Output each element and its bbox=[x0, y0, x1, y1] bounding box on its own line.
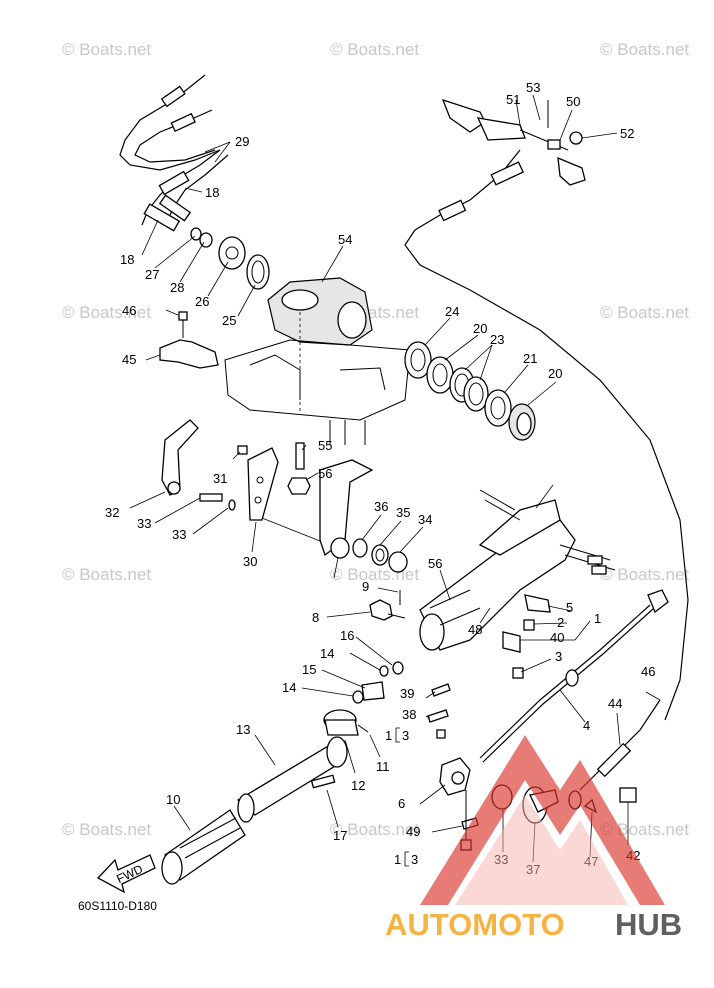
part-label: 50 bbox=[566, 94, 580, 109]
part-label: 9 bbox=[362, 579, 369, 594]
cable-assembly-top-left bbox=[119, 74, 270, 290]
part-label: 1 bbox=[385, 728, 392, 743]
part-label: 12 bbox=[351, 778, 365, 793]
part-label: 54 bbox=[338, 232, 352, 247]
diagram-code: 60S1110-D180 bbox=[78, 899, 157, 913]
part-label: 1 bbox=[394, 852, 401, 867]
part-label: 6 bbox=[398, 796, 405, 811]
part-label: 18 bbox=[205, 185, 219, 200]
part-label: 16 bbox=[340, 628, 354, 643]
part-label: 36 bbox=[374, 499, 388, 514]
part-label: 23 bbox=[490, 332, 504, 347]
steering-bracket bbox=[267, 277, 373, 412]
part-number-labels: 29 18 18 27 28 26 25 54 24 20 23 21 20 5… bbox=[105, 80, 655, 877]
part-label: 3 bbox=[555, 649, 562, 664]
part-label: 14 bbox=[282, 680, 296, 695]
part-label: 10 bbox=[166, 792, 180, 807]
part-label: 13 bbox=[236, 722, 250, 737]
part-label: 45 bbox=[122, 352, 136, 367]
bracket-labels: 1 3 1 3 bbox=[385, 727, 418, 867]
long-cable bbox=[404, 149, 689, 721]
part-label: 33 bbox=[172, 527, 186, 542]
part-label: 56 bbox=[428, 556, 442, 571]
watermark: © Boats.net bbox=[330, 820, 419, 839]
mount-plate bbox=[224, 339, 411, 445]
watermark: © Boats.net bbox=[62, 820, 151, 839]
part-label: 3 bbox=[411, 852, 418, 867]
part-label: 20 bbox=[473, 321, 487, 336]
levers-left bbox=[161, 419, 331, 546]
tiller-grip bbox=[161, 709, 369, 885]
part-label: 48 bbox=[468, 622, 482, 637]
part-label: 46 bbox=[122, 303, 136, 318]
tiller-housing bbox=[419, 489, 616, 651]
logo-text-part1: AUTOMOTO bbox=[385, 907, 565, 942]
part-label: 56 bbox=[318, 466, 332, 481]
bracket-43-44 bbox=[159, 311, 219, 369]
part-label: 55 bbox=[318, 438, 332, 453]
watermark: © Boats.net bbox=[600, 303, 689, 322]
automotohub-logo: AUTOMOTO HUB bbox=[385, 735, 682, 942]
part-label: 5 bbox=[566, 600, 573, 615]
part-label: 49 bbox=[406, 824, 420, 839]
watermark: © Boats.net bbox=[62, 303, 151, 322]
part-label: 39 bbox=[400, 686, 414, 701]
part-label: 20 bbox=[548, 366, 562, 381]
watermark: © Boats.net bbox=[62, 40, 151, 59]
part-label: 1 bbox=[594, 611, 601, 626]
part-label: 21 bbox=[523, 351, 537, 366]
part-label: 38 bbox=[402, 707, 416, 722]
washers-series bbox=[404, 341, 536, 441]
watermark: © Boats.net bbox=[62, 565, 151, 584]
part-label: 33 bbox=[137, 516, 151, 531]
logo-text-part2: HUB bbox=[615, 907, 682, 942]
part-label: 11 bbox=[376, 759, 390, 774]
part-label: 30 bbox=[243, 554, 257, 569]
part-label: 26 bbox=[195, 294, 209, 309]
part-label: 15 bbox=[302, 662, 316, 677]
part-label: 8 bbox=[312, 610, 319, 625]
part-label: 3 bbox=[402, 728, 409, 743]
part-label: 27 bbox=[145, 267, 159, 282]
fwd-label: FWD bbox=[114, 862, 145, 886]
part-label: 2 bbox=[557, 615, 564, 630]
part-label: 34 bbox=[418, 512, 432, 527]
part-label: 51 bbox=[506, 92, 520, 107]
part-label: 44 bbox=[608, 696, 622, 711]
part-label: 17 bbox=[333, 828, 347, 843]
part-label: 25 bbox=[222, 313, 236, 328]
part-label: 29 bbox=[235, 134, 249, 149]
small-parts-right bbox=[502, 594, 551, 679]
part-label: 24 bbox=[445, 304, 459, 319]
part-label: 28 bbox=[170, 280, 184, 295]
small-parts-center bbox=[352, 590, 406, 704]
cable-end-top-right bbox=[441, 98, 586, 186]
part-label: 35 bbox=[396, 505, 410, 520]
leader-lines bbox=[129, 94, 661, 863]
part-label: 46 bbox=[641, 664, 655, 679]
part-label: 52 bbox=[620, 126, 634, 141]
part-label: 4 bbox=[583, 718, 590, 733]
part-label: 14 bbox=[320, 646, 334, 661]
fwd-arrow: FWD bbox=[96, 854, 156, 894]
part-label: 40 bbox=[550, 630, 564, 645]
stud-nut-arm bbox=[287, 442, 374, 559]
part-label: 31 bbox=[213, 471, 227, 486]
part-label: 32 bbox=[105, 505, 119, 520]
watermarks: © Boats.net © Boats.net © Boats.net © Bo… bbox=[62, 40, 689, 839]
part-label: 53 bbox=[526, 80, 540, 95]
part-label: 18 bbox=[120, 252, 134, 267]
watermark: © Boats.net bbox=[600, 565, 689, 584]
rings-33-34-35 bbox=[352, 538, 408, 573]
watermark: © Boats.net bbox=[330, 40, 419, 59]
watermark: © Boats.net bbox=[600, 40, 689, 59]
